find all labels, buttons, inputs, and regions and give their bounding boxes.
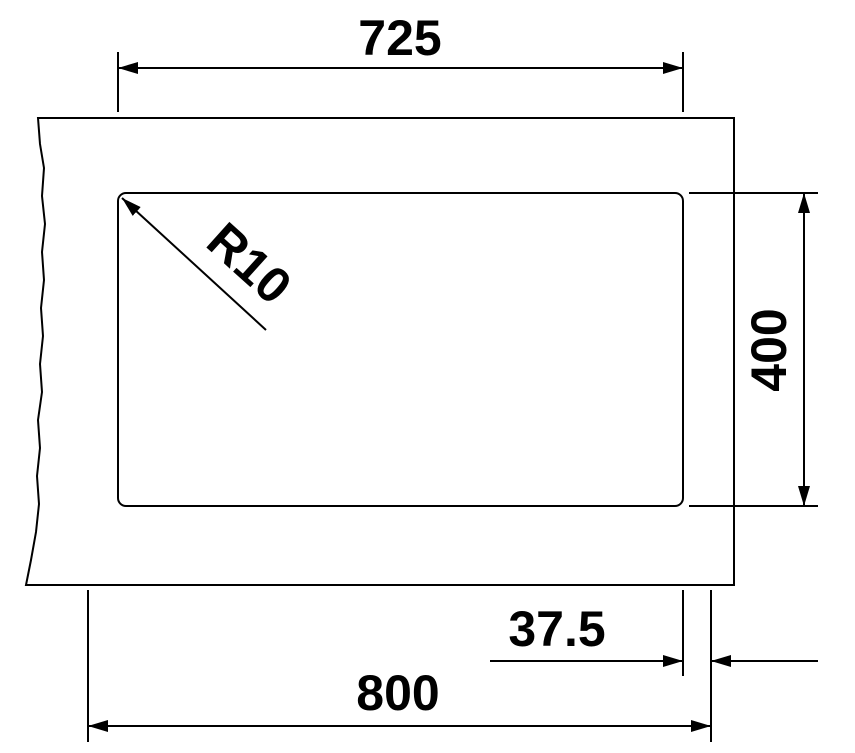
countertop-outline <box>24 117 735 586</box>
offset-label: 37.5 <box>508 601 605 657</box>
sink-bowl-outline <box>117 192 684 507</box>
bottom-width-label: 800 <box>356 665 439 721</box>
height-label: 400 <box>741 308 797 391</box>
top-width-label: 725 <box>358 10 441 66</box>
radius-leader-line <box>121 197 267 331</box>
radius-label: R10 <box>197 212 303 315</box>
